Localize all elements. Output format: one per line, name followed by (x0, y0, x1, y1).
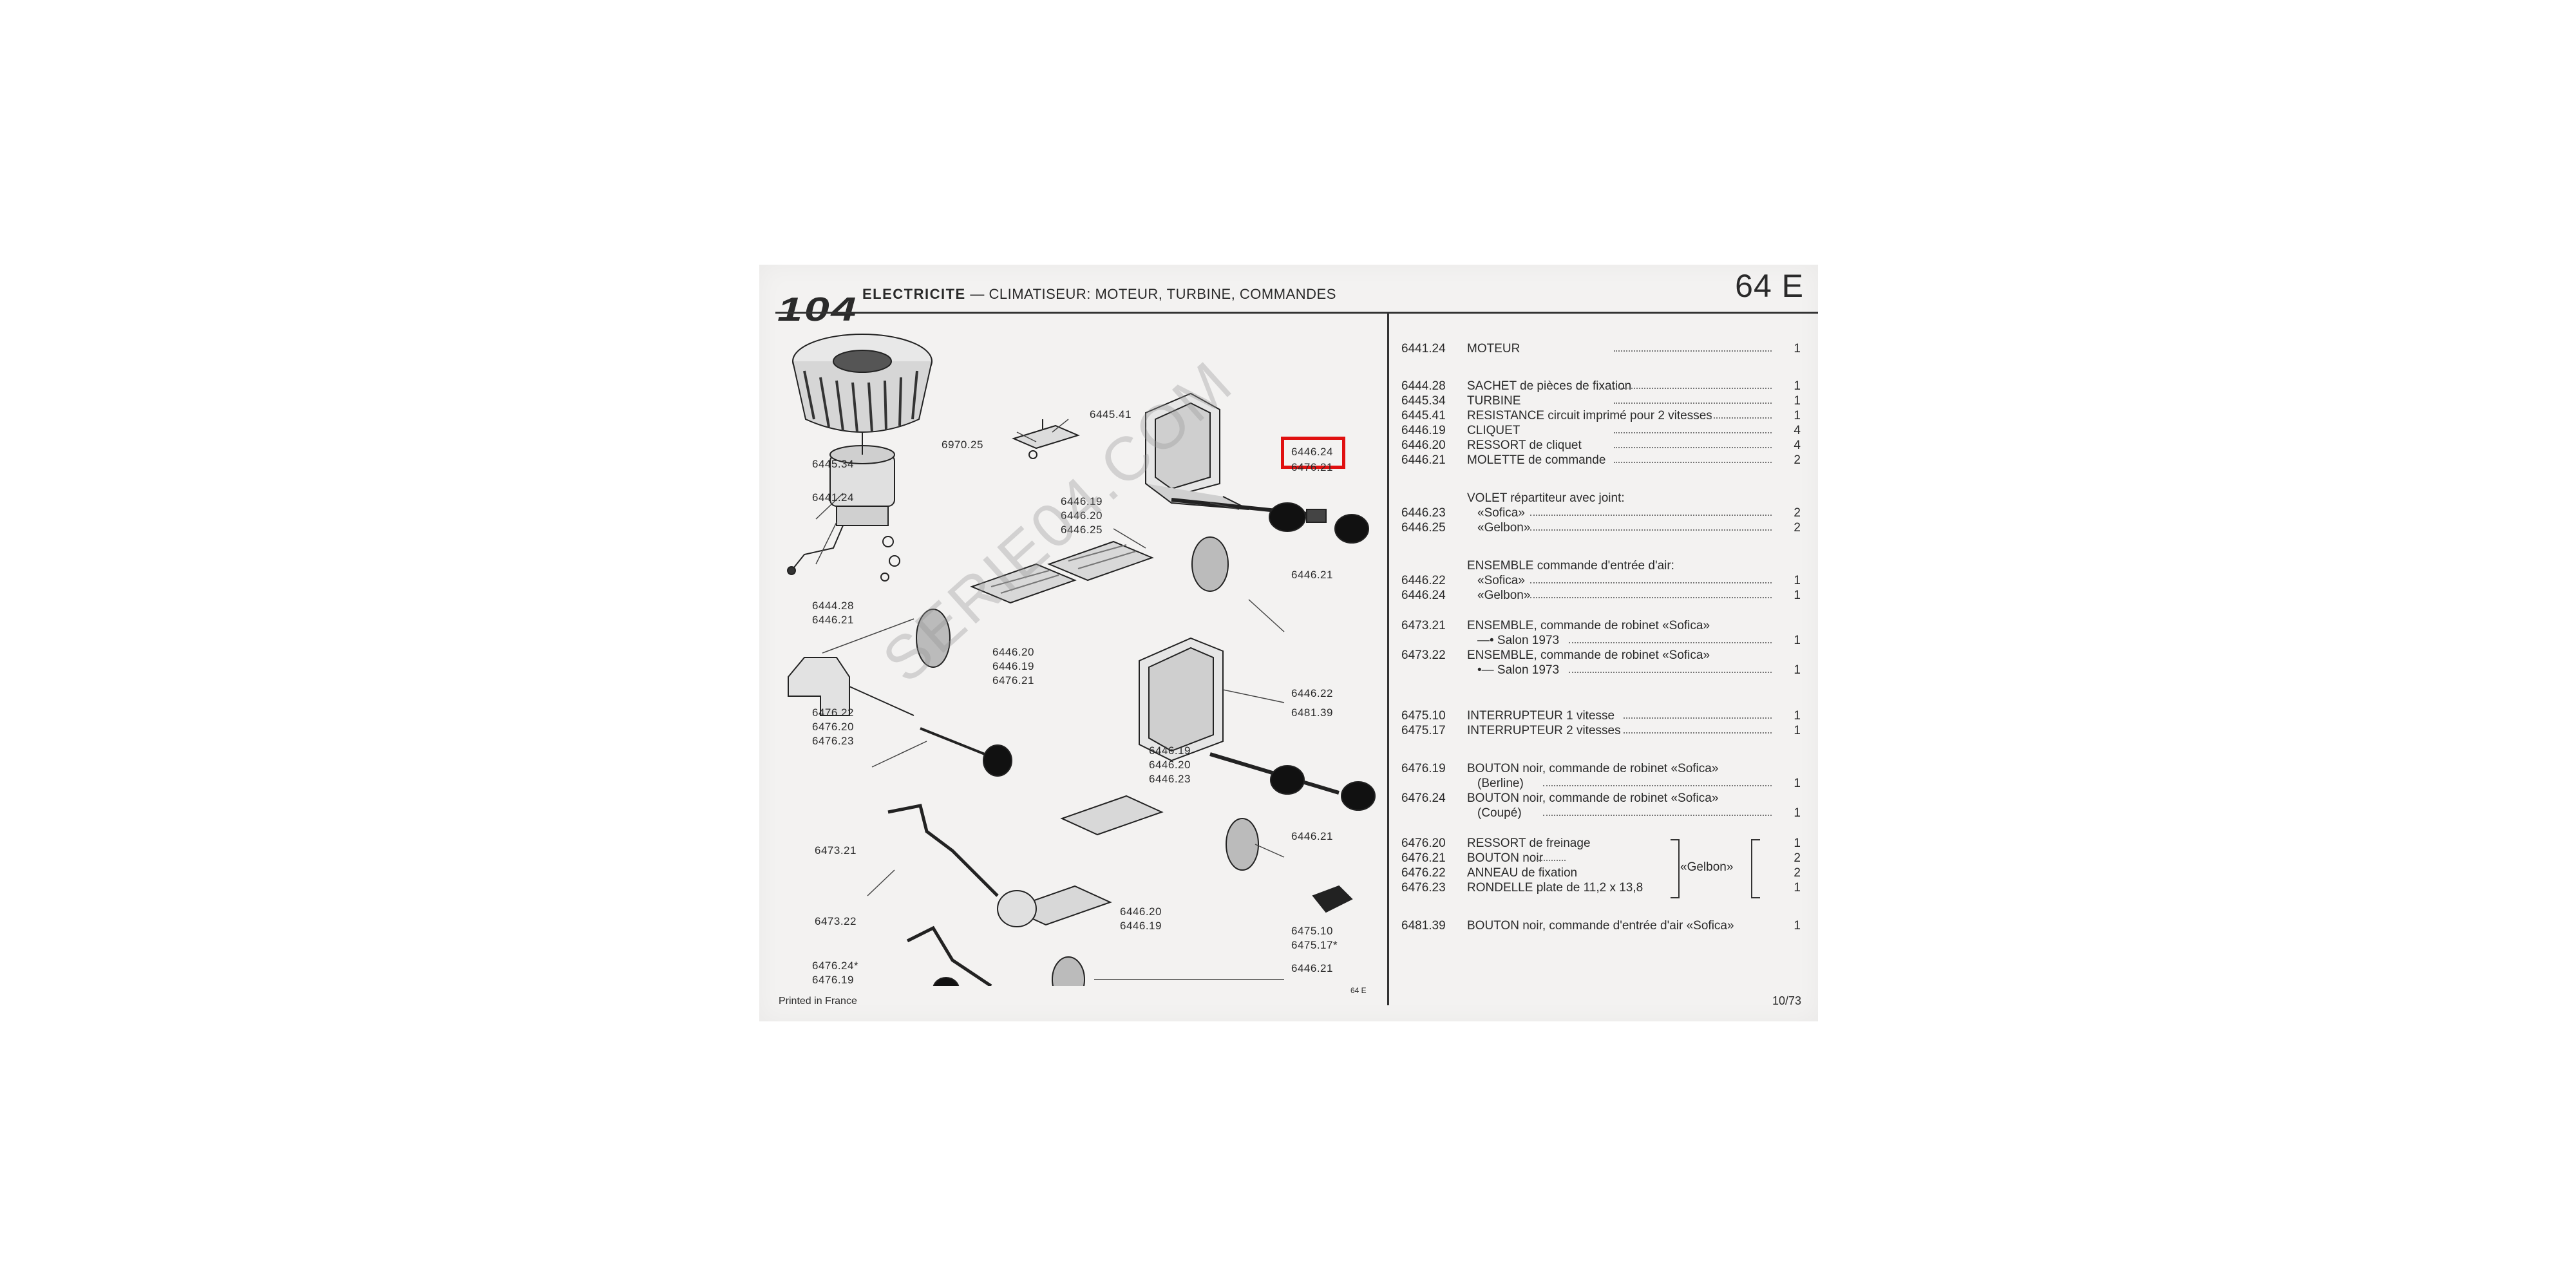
callout-6473-22: 6473.22 (815, 915, 857, 927)
callout-6446-21-c: 6446.21 (1291, 830, 1333, 842)
callout-6476-19: 6476.19 (812, 974, 854, 986)
bracket-right (1751, 839, 1760, 898)
footer-date: 10/73 (1772, 994, 1801, 1007)
callout-6476-21-a: 6476.21 (1291, 461, 1333, 473)
turbine-drawing (792, 334, 933, 433)
header-rule (775, 312, 1818, 314)
callout-6476-20: 6476.20 (812, 721, 854, 733)
callout-6446-19-d: 6446.19 (1120, 920, 1162, 932)
flap-panels (970, 540, 1154, 604)
model-number: 104 (777, 291, 858, 328)
callout-6970-25: 6970.25 (942, 439, 983, 451)
callout-6446-22: 6446.22 (1291, 687, 1333, 699)
bracket-left (1671, 839, 1680, 898)
page-code: 64 E (1735, 268, 1804, 304)
resistance-drawing (1012, 419, 1080, 459)
callout-6446-19-c: 6446.19 (1149, 744, 1191, 757)
callout-6445-34: 6445.34 (812, 458, 854, 470)
printed-in-france: Printed in France (779, 996, 857, 1007)
callout-6446-21-d: 6446.21 (1291, 962, 1333, 974)
callout-6446-21-a: 6446.21 (812, 614, 854, 626)
highlight-box (1281, 437, 1345, 469)
callout-6473-21: 6473.21 (815, 844, 857, 857)
parts-row: VOLET répartiteur avec joint: (1467, 491, 1625, 505)
callout-6446-20-c: 6446.20 (1149, 759, 1191, 771)
section-title: ELECTRICITE (862, 286, 966, 302)
callout-6446-23: 6446.23 (1149, 773, 1191, 785)
callout-6446-25: 6446.25 (1061, 524, 1103, 536)
footer-page-ref: 64 E (1350, 986, 1367, 995)
gelbon-bracket-label: «Gelbon» (1680, 860, 1734, 874)
callout-6446-20-a: 6446.20 (1061, 509, 1103, 522)
callout-6476-21-b: 6476.21 (992, 674, 1034, 687)
callout-6476-22: 6476.22 (812, 706, 854, 719)
callout-6445-41: 6445.41 (1090, 408, 1132, 421)
column-divider (1387, 314, 1389, 1005)
crank-levers (887, 804, 1037, 986)
parts-row: (Coupé)1 (1477, 806, 1801, 820)
parts-row: 6446.23«Sofica»2 (1401, 506, 1801, 520)
parts-row: ENSEMBLE commande d'entrée d'air: (1467, 559, 1674, 573)
parts-row: 6446.24«Gelbon»1 (1401, 589, 1801, 602)
callout-6446-20-b: 6446.20 (992, 646, 1034, 658)
callout-6446-19-a: 6446.19 (1061, 495, 1103, 507)
switch-drawing (1312, 885, 1353, 913)
callout-6481-39: 6481.39 (1291, 706, 1333, 719)
tap-control (788, 657, 1012, 777)
parts-row: 6446.22«Sofica»1 (1401, 574, 1801, 587)
callout-6446-21-b: 6446.21 (1291, 569, 1333, 581)
parts-row: (Berline)1 (1477, 777, 1801, 790)
parts-row: 6446.25«Gelbon»2 (1401, 521, 1801, 535)
callout-6475-17: 6475.17* (1291, 939, 1338, 951)
knurled-wheels (916, 536, 1259, 986)
callout-6446-20-d: 6446.20 (1120, 905, 1162, 918)
exploded-parts-diagram (787, 334, 1376, 986)
lower-flap-assembly (1009, 637, 1376, 926)
catalog-page: 104 ELECTRICITE — CLIMATISEUR: MOTEUR, T… (759, 265, 1818, 1021)
callout-6476-24: 6476.24* (812, 960, 859, 972)
page-title: ELECTRICITE — CLIMATISEUR: MOTEUR, TURBI… (862, 286, 1336, 303)
callout-6446-24: 6446.24 (1291, 446, 1333, 458)
callout-6476-23: 6476.23 (812, 735, 854, 747)
motor-drawing (787, 432, 900, 582)
callout-6446-19-b: 6446.19 (992, 660, 1034, 672)
callout-6475-10: 6475.10 (1291, 925, 1333, 937)
callout-6441-24: 6441.24 (812, 491, 854, 504)
upper-flap-assembly (1145, 392, 1369, 544)
section-subtitle: — CLIMATISEUR: MOTEUR, TURBINE, COMMANDE… (970, 286, 1336, 302)
callout-6444-28: 6444.28 (812, 600, 854, 612)
